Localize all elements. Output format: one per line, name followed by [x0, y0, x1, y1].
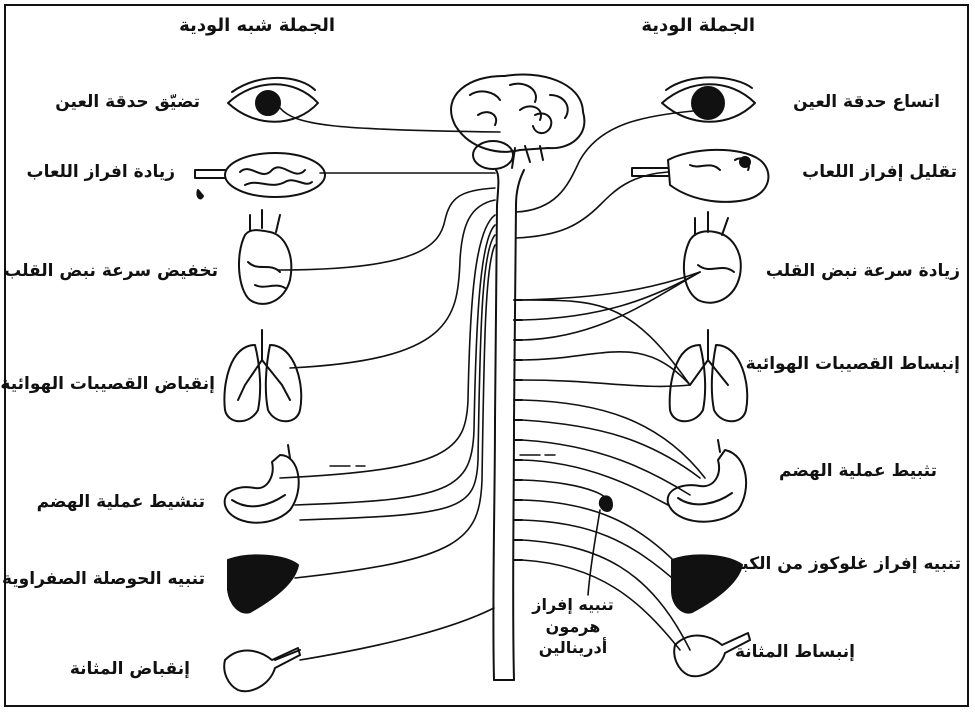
label-bladder-relaxation: إنبساط المثانة	[735, 643, 855, 663]
label-bladder-contraction: إنقباض المثانة	[70, 660, 190, 680]
eye-left-icon	[228, 78, 318, 122]
stomach-right-icon	[668, 440, 746, 522]
stomach-left-icon	[225, 445, 299, 523]
heart-left-icon	[239, 210, 291, 304]
heart-right-icon	[684, 212, 741, 303]
label-salivation-decrease: تقليل إفراز اللعاب	[802, 163, 957, 183]
lungs-left-icon	[224, 330, 301, 421]
bladder-left-icon	[224, 648, 300, 691]
label-adrenaline-release: تنبيه إفراز هرمون أدرينالين	[528, 594, 618, 659]
label-bronchi-constriction: إنقباض القصيبات الهوائية	[0, 375, 215, 395]
label-digestion-stimulation: تنشيط عملية الهضم	[37, 493, 205, 513]
eye-right-icon	[662, 77, 755, 121]
label-liver-glucose-release: تنبيه إفراز غلوكوز من الكبد	[732, 555, 961, 575]
label-gallbladder-stimulation: تنبيه الحوصلة الصفراوية	[2, 570, 205, 590]
sympathetic-chain	[514, 300, 522, 560]
liver-left-icon	[228, 555, 298, 612]
spinal-cord	[493, 170, 524, 680]
salivary-gland-left-icon	[195, 153, 325, 198]
label-digestion-inhibition: تثبيط عملية الهضم	[779, 462, 937, 482]
label-pupil-dilation: اتساع حدقة العين	[793, 93, 940, 113]
adrenal-line-2: هرمون	[528, 616, 618, 638]
label-bronchi-dilation: إنبساط القصيبات الهوائية	[746, 355, 960, 375]
label-heart-rate-decrease: تخفيض سرعة نبض القلب	[4, 262, 218, 282]
sympathetic-header: الجملة الودية	[641, 16, 755, 37]
brain-icon	[451, 75, 584, 170]
adrenal-line-3: أدرينالين	[528, 637, 618, 659]
parasympathetic-header: الجملة شبه الودية	[179, 16, 335, 37]
label-pupil-constriction: تضيّق حدقة العين	[55, 93, 200, 113]
salivary-gland-right-icon	[632, 150, 768, 202]
label-heart-rate-increase: زيادة سرعة نبض القلب	[766, 262, 960, 282]
label-salivation-increase: زيادة افراز اللعاب	[26, 163, 175, 183]
adrenal-line-1: تنبيه إفراز	[528, 594, 618, 616]
